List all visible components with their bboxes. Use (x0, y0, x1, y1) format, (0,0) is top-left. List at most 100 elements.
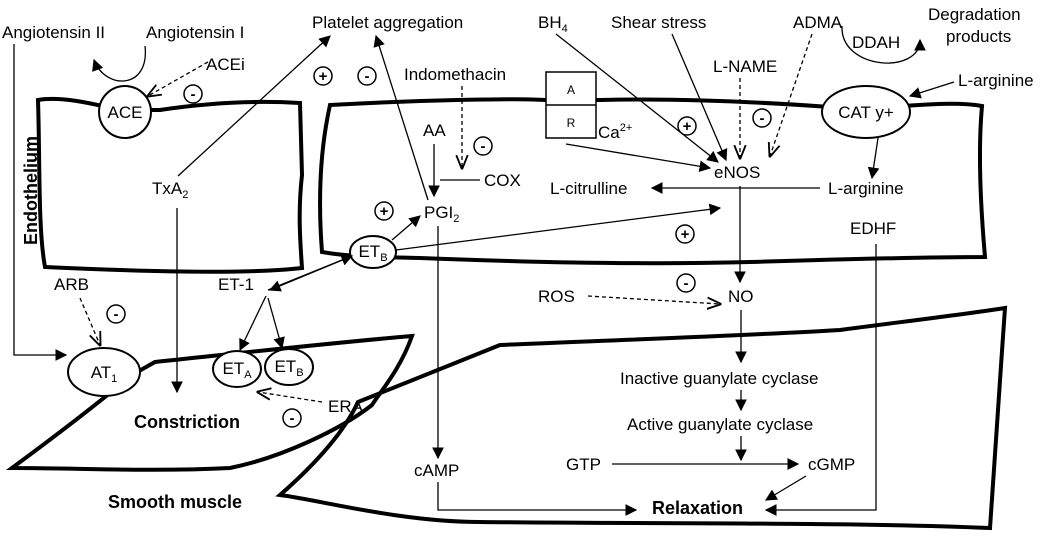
et1-back-arrow (268, 255, 353, 292)
ddah-degradation-arrow (841, 25, 926, 64)
svg-text:+: + (683, 118, 692, 135)
angiotensin-conversion-arrow (92, 45, 146, 82)
cox-label: COX (484, 171, 521, 190)
camp-label: cAMP (414, 461, 459, 480)
endothelium-label: Endothelium (21, 136, 41, 245)
txa2-base: TxA (152, 179, 183, 198)
etb-sm-base: ET (274, 357, 296, 376)
ddah-label: DDAH (852, 33, 900, 52)
et1-to-eta-arrow (239, 295, 267, 352)
l-arginine-outside-label: L-arginine (958, 71, 1034, 90)
shear-stress-label: Shear stress (611, 13, 706, 32)
pathway-arrows (13, 25, 955, 516)
indomethacin-label: Indomethacin (404, 65, 506, 84)
platelet-label: Platelet aggregation (312, 13, 463, 32)
adma-inhibition-arrow (770, 33, 813, 156)
ace-label: ACE (108, 103, 143, 122)
era-label: ERA (328, 397, 364, 416)
minus-sign-era: - (282, 408, 302, 428)
minus-sign-lname: - (752, 108, 772, 128)
eta-receptor: ETA (212, 350, 262, 388)
bh4-to-enos-arrow (555, 33, 719, 163)
minus-sign-platelet: - (357, 66, 377, 86)
angiotensin-ii-label: Angiotensin II (2, 23, 105, 42)
degradation-label-1: Degradation (928, 5, 1021, 24)
txa2-to-platelet-arrow (177, 35, 331, 177)
channel-to-enos-arrow (565, 143, 712, 173)
svg-text:ETB: ETB (358, 242, 387, 264)
channel-a-label: A (567, 83, 575, 97)
svg-text:BH4: BH4 (538, 13, 568, 35)
minus-sign-arb: - (106, 304, 126, 324)
arb-label: ARB (54, 275, 89, 294)
edhf-label: EDHF (850, 219, 896, 238)
svg-text:-: - (114, 306, 119, 323)
at1-receptor: AT1 (67, 347, 141, 397)
ca-sup: 2+ (620, 122, 633, 134)
minus-sign-cox: - (473, 136, 493, 156)
degradation-label-2: products (946, 27, 1011, 46)
plus-sign-ace: + (313, 66, 333, 86)
era-inhibition-arrow (258, 392, 323, 403)
svg-text:+: + (319, 68, 328, 85)
pgi2-to-platelet-arrow (373, 34, 429, 201)
et1-to-etb-sm-arrow (267, 297, 285, 350)
acei-label: ACEi (206, 55, 245, 74)
ros-label: ROS (538, 287, 575, 306)
aa-label: AA (423, 121, 446, 140)
etb-top-sub: B (380, 252, 387, 264)
edhf-to-relaxation-arrow (764, 244, 877, 516)
cat-to-l-arginine-arrow (867, 137, 880, 180)
minus-sign-ros: - (676, 273, 696, 293)
cat-receptor: CAT y+ (821, 85, 911, 139)
etb-smooth-muscle-receptor: ETB (264, 348, 314, 386)
svg-text:ETA: ETA (222, 359, 252, 381)
svg-text:-: - (760, 110, 765, 127)
cat-label: CAT y+ (838, 103, 894, 122)
channel-r-label: R (567, 116, 576, 130)
smooth-muscle-label: Smooth muscle (108, 492, 242, 512)
bh4-sub: 4 (562, 23, 568, 35)
plus-sign-pgi2: + (374, 201, 394, 221)
shear-to-enos-arrow (671, 33, 728, 162)
enos-label: eNOS (714, 163, 760, 182)
svg-text:-: - (481, 138, 486, 155)
etb-sm-sub: B (296, 367, 303, 379)
eta-base: ET (222, 359, 244, 378)
acei-inhibition-arrow (148, 61, 209, 96)
svg-text:TxA2: TxA2 (152, 179, 188, 201)
l-arginine-uptake-arrow (908, 81, 955, 99)
no-label: NO (728, 287, 754, 306)
pgi2-sub: 2 (453, 213, 459, 225)
at1-sub: 1 (111, 373, 117, 385)
svg-text:-: - (684, 275, 689, 292)
ace-receptor: ACE (98, 85, 152, 139)
angiotensin-i-label: Angiotensin I (146, 23, 244, 42)
svg-text:-: - (191, 86, 196, 103)
et1-label: ET-1 (218, 275, 254, 294)
minus-sign-ace: - (183, 84, 203, 104)
bh4-base: BH (538, 13, 562, 32)
ros-inhibition-arrow (587, 295, 720, 304)
relaxation-label: Relaxation (652, 498, 743, 518)
lname-label: L-NAME (713, 57, 777, 76)
channel-receptor: A R (545, 71, 597, 139)
etb-to-pgi2-arrow (391, 215, 421, 241)
svg-text:ETB: ETB (274, 357, 303, 379)
svg-text:-: - (365, 68, 370, 85)
angiotensin-ii-to-at1-arrow (13, 44, 68, 361)
plus-sign-enos: + (675, 224, 695, 244)
gtp-label: GTP (566, 455, 601, 474)
active-gc-label: Active guanylate cyclase (627, 415, 813, 434)
plus-sign-bh4: + (677, 116, 697, 136)
smooth-muscle-right-cell (275, 305, 1008, 531)
svg-text:+: + (380, 203, 389, 220)
svg-text:AT1: AT1 (91, 363, 118, 385)
etb-to-enos-arrow (395, 203, 722, 251)
l-arginine-inside-label: L-arginine (828, 179, 904, 198)
pgi2-base: PGI (424, 203, 453, 222)
inactive-gc-label: Inactive guanylate cyclase (620, 369, 818, 388)
camp-to-relaxation-arrow (437, 482, 638, 516)
svg-text:+: + (681, 226, 690, 243)
